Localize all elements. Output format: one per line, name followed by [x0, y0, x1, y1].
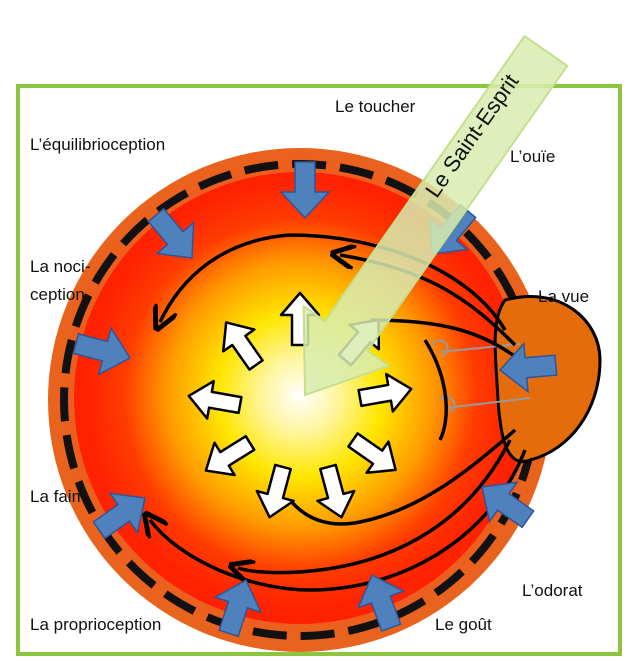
label-touch: Le toucher [335, 97, 416, 116]
label-sight: La vue [538, 287, 589, 306]
spirit-beam [302, 34, 569, 397]
ear-shape [493, 294, 602, 464]
diagram-frame [16, 84, 622, 656]
label-nociception-line1: La noci- [30, 257, 90, 276]
label-smell: L’odorat [522, 581, 583, 600]
label-hearing: L’ouïe [510, 147, 555, 166]
label-equilibrioception: L’équilibrioception [30, 135, 165, 154]
label-taste: Le goût [435, 615, 492, 634]
inner-core [74, 172, 526, 624]
label-nociception-line2: ception [30, 285, 85, 304]
hearing-lines [431, 339, 531, 413]
label-hunger: La faim [30, 487, 86, 506]
label-proprioception: La proprioception [30, 615, 161, 634]
